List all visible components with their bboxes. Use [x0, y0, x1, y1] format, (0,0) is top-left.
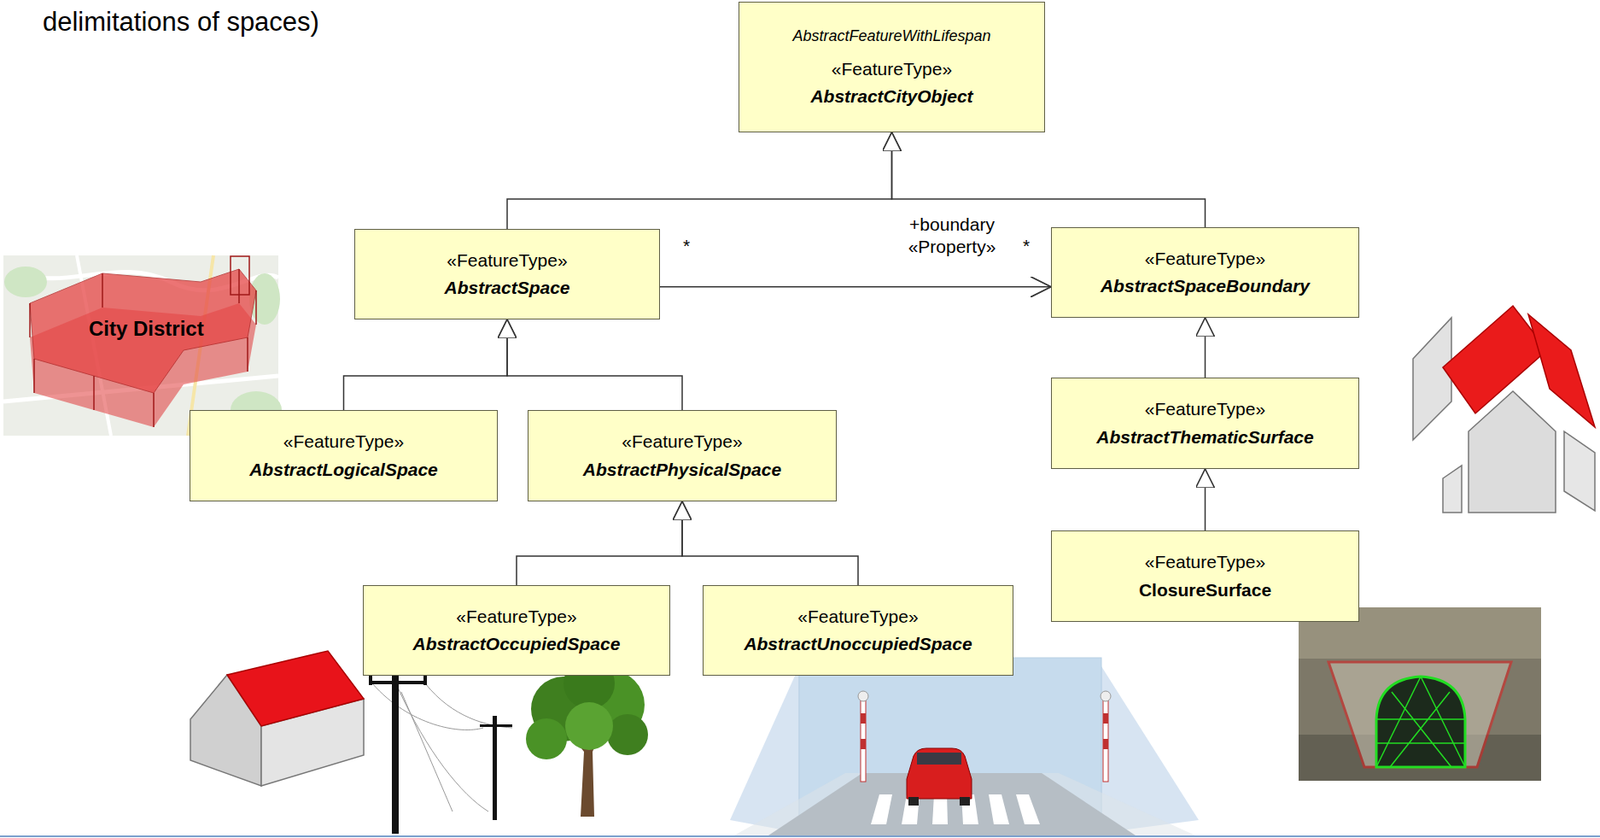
class-box: AbstractFeatureWithLifespan «FeatureType»… — [738, 1, 1046, 133]
power-pylons-part — [425, 683, 513, 728]
tunnel-photo-part — [1298, 607, 1542, 781]
map-label: City District — [88, 316, 205, 341]
city-district-map — [3, 255, 282, 436]
class-box: «FeatureType» AbstractLogicalSpace — [189, 409, 498, 502]
class-name: AbstractPhysicalSpace — [583, 458, 782, 481]
tunnel-photo-part — [1328, 661, 1512, 767]
tunnel-photo-part — [1376, 676, 1466, 767]
generalization-arrow — [892, 132, 1206, 228]
class-box: «FeatureType» AbstractSpace — [354, 228, 660, 320]
multiplicity: * — [683, 235, 690, 257]
class-name: AbstractCityObject — [810, 85, 973, 108]
footer-rule — [0, 835, 1600, 837]
stereotype: «FeatureType» — [621, 430, 742, 453]
exploded-house-part — [1468, 391, 1556, 513]
power-pylons-part — [401, 691, 453, 812]
tree — [525, 657, 649, 817]
class-box: «FeatureType» AbstractPhysicalSpace — [527, 409, 837, 502]
exploded-house-part — [1528, 314, 1595, 427]
generalization-arrow — [1204, 468, 1207, 531]
generalization-arrow — [1204, 317, 1207, 378]
city-district-map-part — [4, 266, 47, 298]
road-space-part-part — [901, 794, 920, 824]
road-space-part — [916, 752, 962, 765]
generalization-arrow — [344, 319, 509, 410]
road-space-part-part — [988, 794, 1010, 824]
city-district-map-part — [29, 268, 257, 393]
power-pylons-part — [372, 683, 484, 730]
power-pylons-part — [397, 687, 489, 812]
house — [190, 650, 364, 786]
stereotype: «FeatureType» — [1144, 247, 1266, 270]
power-pylons-part — [368, 680, 427, 684]
class-name: AbstractOccupiedSpace — [413, 632, 621, 655]
power-pylons-part — [479, 724, 513, 727]
road-space-part — [1103, 738, 1109, 749]
class-box: «FeatureType» ClosureSurface — [1051, 530, 1360, 622]
road-space-part-part — [1016, 794, 1040, 824]
house-part — [227, 650, 364, 726]
power-pylons-part — [492, 715, 497, 820]
slide-text: delimitations of spaces) — [42, 6, 320, 38]
tree-part — [607, 713, 649, 755]
class-box: «FeatureType» AbstractThematicSurface — [1051, 377, 1360, 469]
road-space-part — [860, 738, 866, 749]
road-space-part — [858, 690, 869, 701]
class-box: «FeatureType» AbstractUnoccupiedSpace — [702, 584, 1014, 676]
stereotype: «FeatureType» — [455, 605, 577, 628]
tunnel-photo-part — [1376, 676, 1466, 767]
road-space-part — [1103, 712, 1109, 724]
generalization-arrow — [516, 501, 683, 585]
class-name: AbstractSpace — [443, 276, 570, 299]
stereotype: «FeatureType» — [797, 605, 918, 628]
road-space-part — [1103, 700, 1109, 782]
power-pylons-part — [391, 669, 399, 834]
power-pylons-part — [368, 674, 373, 685]
role-label: +boundary «Property» — [896, 213, 1008, 259]
road-space-part — [1100, 690, 1111, 701]
exploded-house — [1413, 305, 1595, 513]
exploded-house-part — [1413, 317, 1452, 440]
class-box: «FeatureType» AbstractSpaceBoundary — [1051, 227, 1360, 318]
road-space-part — [860, 700, 866, 782]
generalization-arrow — [682, 501, 859, 585]
class-name: AbstractSpaceBoundary — [1100, 274, 1310, 298]
exploded-house-part — [1564, 431, 1595, 511]
road-space-part — [959, 796, 970, 806]
class-name: AbstractLogicalSpace — [249, 458, 438, 481]
generalization-arrow — [507, 319, 683, 410]
road-space-part — [860, 712, 866, 724]
association-arrow — [659, 286, 1052, 288]
generalization-arrow — [507, 132, 893, 229]
city-district-map-part — [29, 268, 257, 427]
power-pylons — [368, 669, 513, 834]
stereotype: «FeatureType» — [1144, 550, 1266, 573]
class-box: «FeatureType» AbstractOccupiedSpace — [362, 584, 671, 676]
stereotype: «FeatureType» — [283, 430, 404, 453]
stereotype: «FeatureType» — [1144, 397, 1266, 421]
power-pylons-part — [423, 674, 427, 685]
tree-part — [525, 718, 567, 760]
class-name: AbstractUnoccupiedSpace — [743, 632, 972, 655]
multiplicity: * — [1022, 235, 1030, 257]
tree-part — [565, 701, 614, 750]
road-space — [729, 657, 1199, 836]
superclass-note: AbstractFeatureWithLifespan — [793, 26, 992, 47]
class-name: AbstractThematicSurface — [1096, 426, 1314, 449]
stereotype: «FeatureType» — [446, 249, 567, 272]
city-district-map-part — [230, 256, 250, 295]
road-space-part — [908, 796, 919, 806]
road-space-part — [906, 747, 972, 799]
class-name: ClosureSurface — [1138, 578, 1272, 602]
tunnel-photo — [1298, 607, 1542, 781]
road-space-part-part — [870, 794, 893, 824]
exploded-house-part — [1442, 465, 1462, 513]
stereotype: «FeatureType» — [831, 58, 952, 81]
